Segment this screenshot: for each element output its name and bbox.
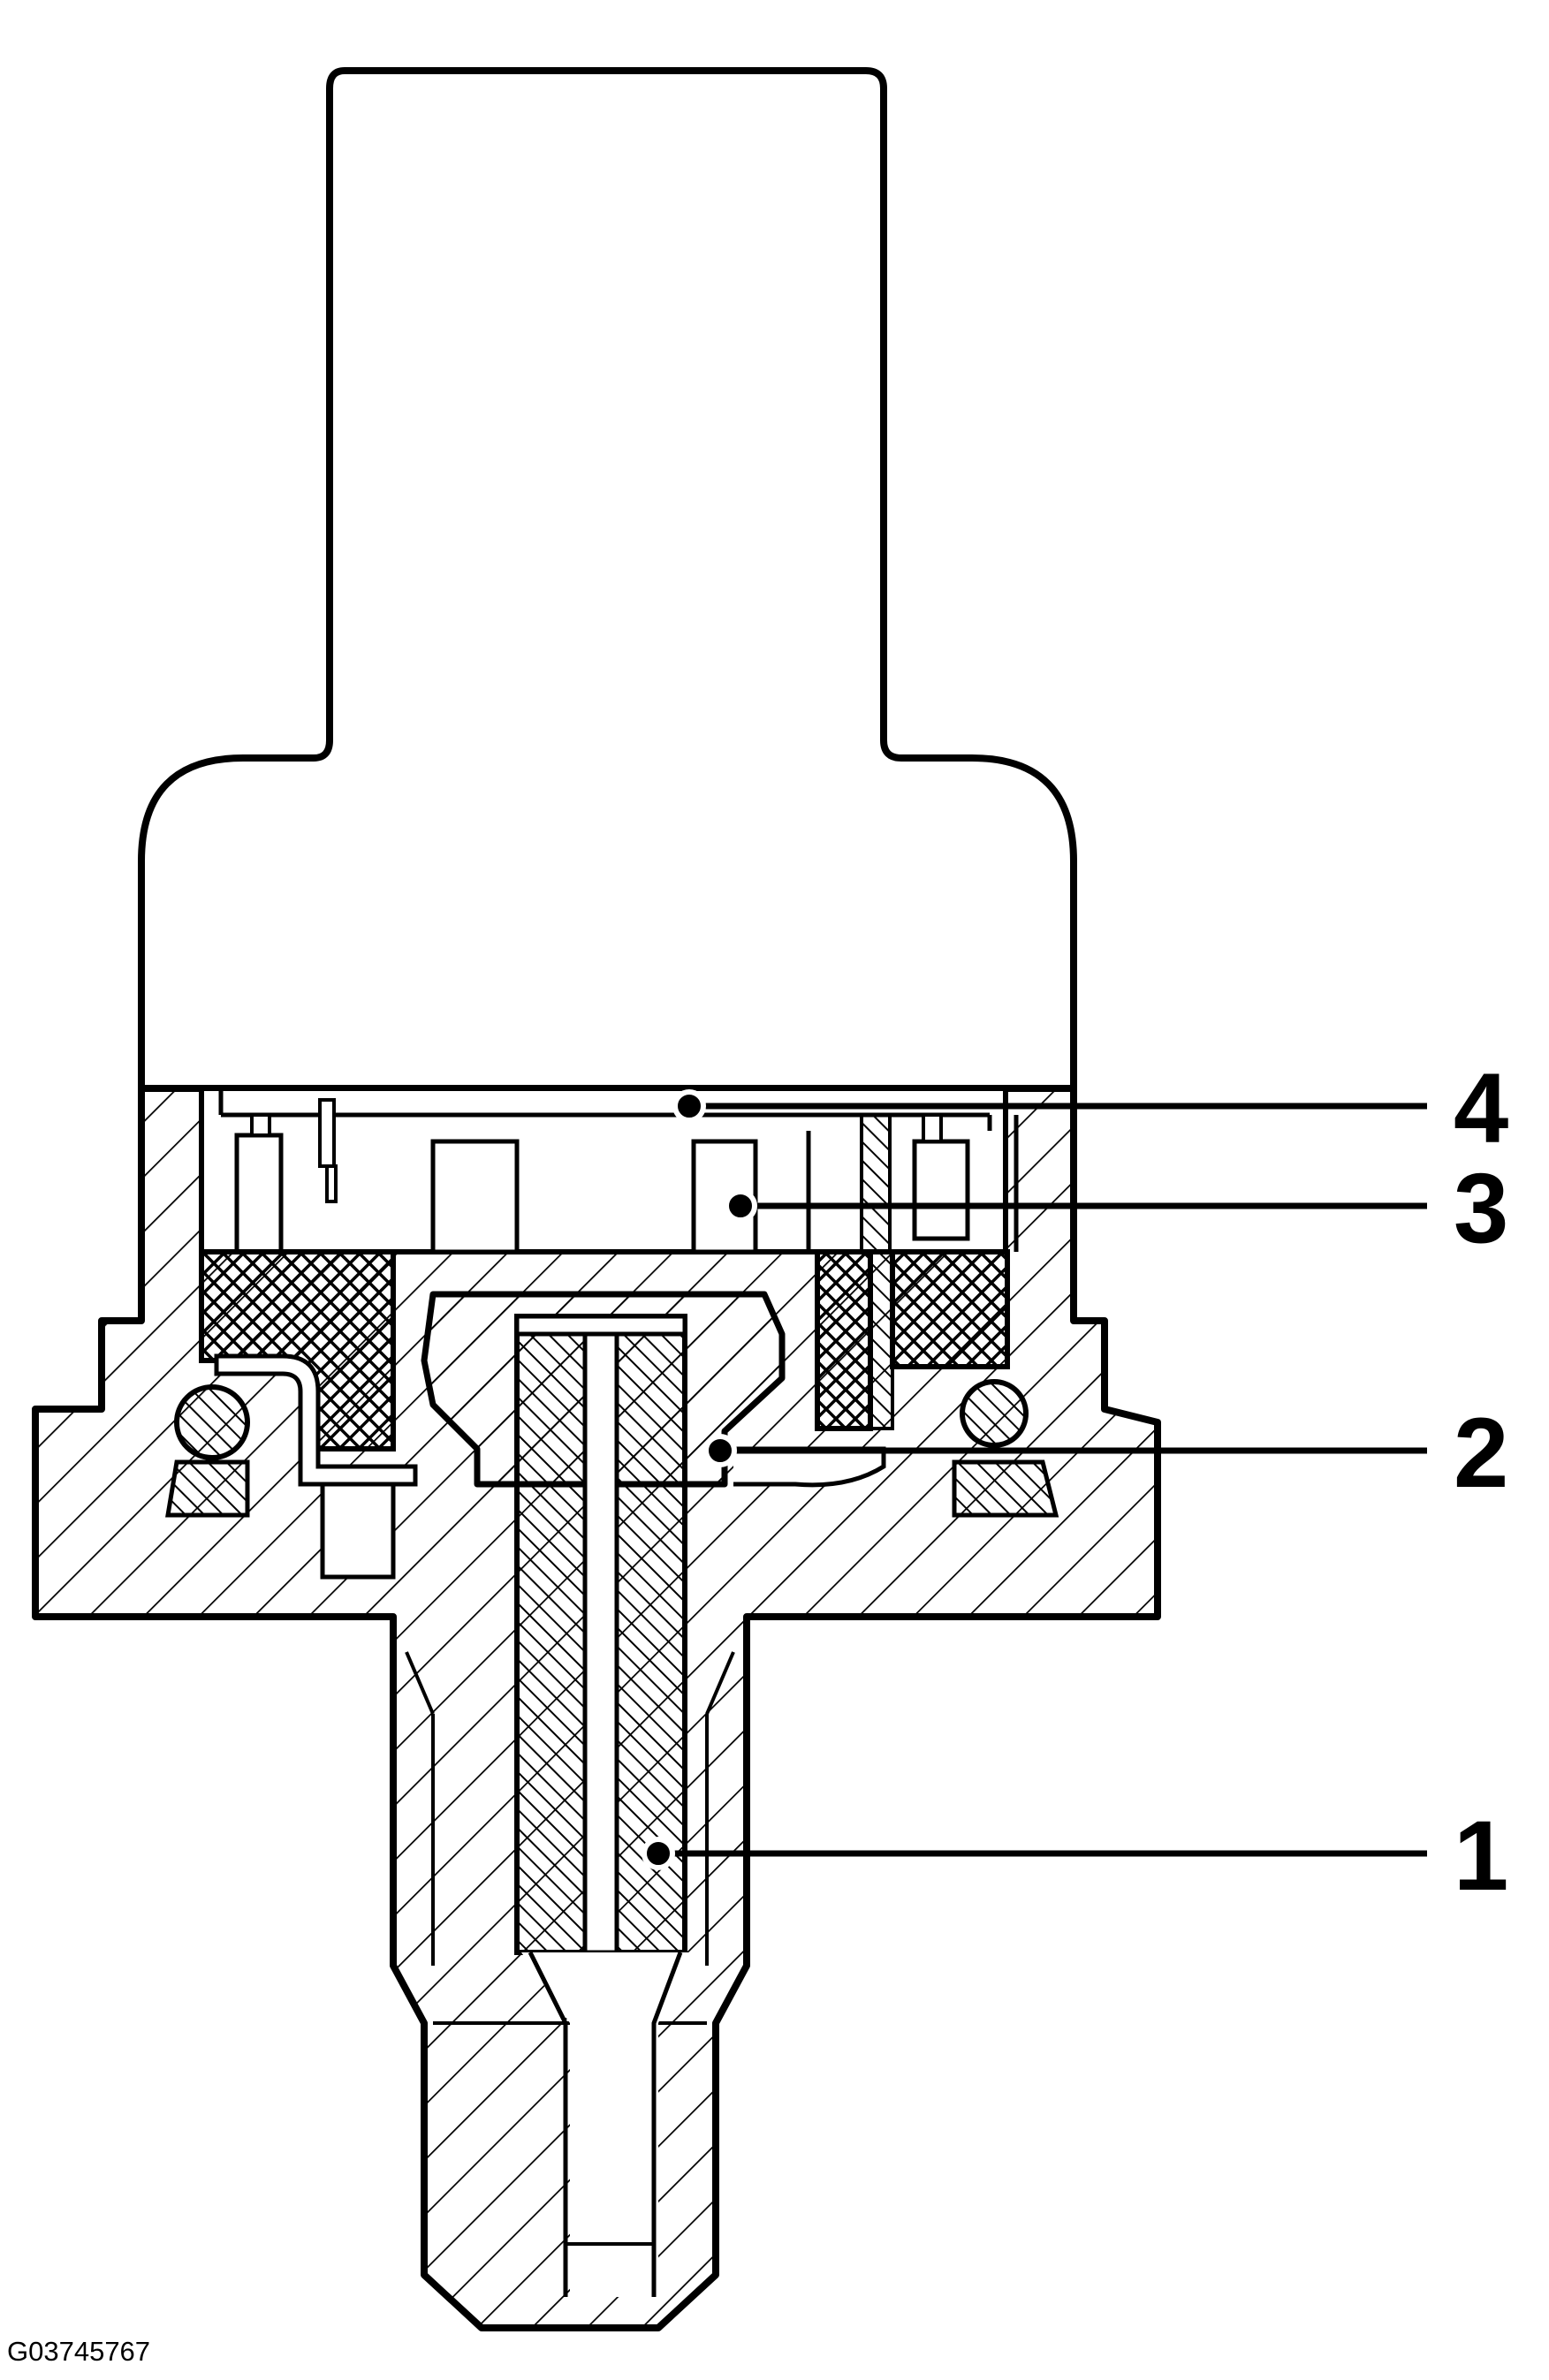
callout-3: 3 [724, 1153, 1508, 1263]
callout-number-2: 2 [1454, 1398, 1508, 1508]
retainer-left [165, 1459, 250, 1518]
callout-number-1: 1 [1454, 1800, 1508, 1911]
bond-wire [733, 1446, 886, 1488]
callout-number-3: 3 [1454, 1153, 1508, 1263]
callout-2: 2 [703, 1398, 1508, 1508]
electronics-cavity [199, 1086, 1019, 1254]
contact-pin [320, 1482, 396, 1580]
callout-number-4: 4 [1454, 1053, 1508, 1163]
callout-1: 1 [642, 1800, 1508, 1911]
retainer-right [952, 1459, 1059, 1518]
contact-lead [214, 1353, 418, 1487]
connector-housing [138, 67, 1077, 1092]
figure-id: G03745767 [7, 2336, 150, 2367]
o-ring-right [960, 1379, 1029, 1448]
callout-4: 4 [672, 1053, 1508, 1163]
o-ring-left [174, 1384, 250, 1460]
